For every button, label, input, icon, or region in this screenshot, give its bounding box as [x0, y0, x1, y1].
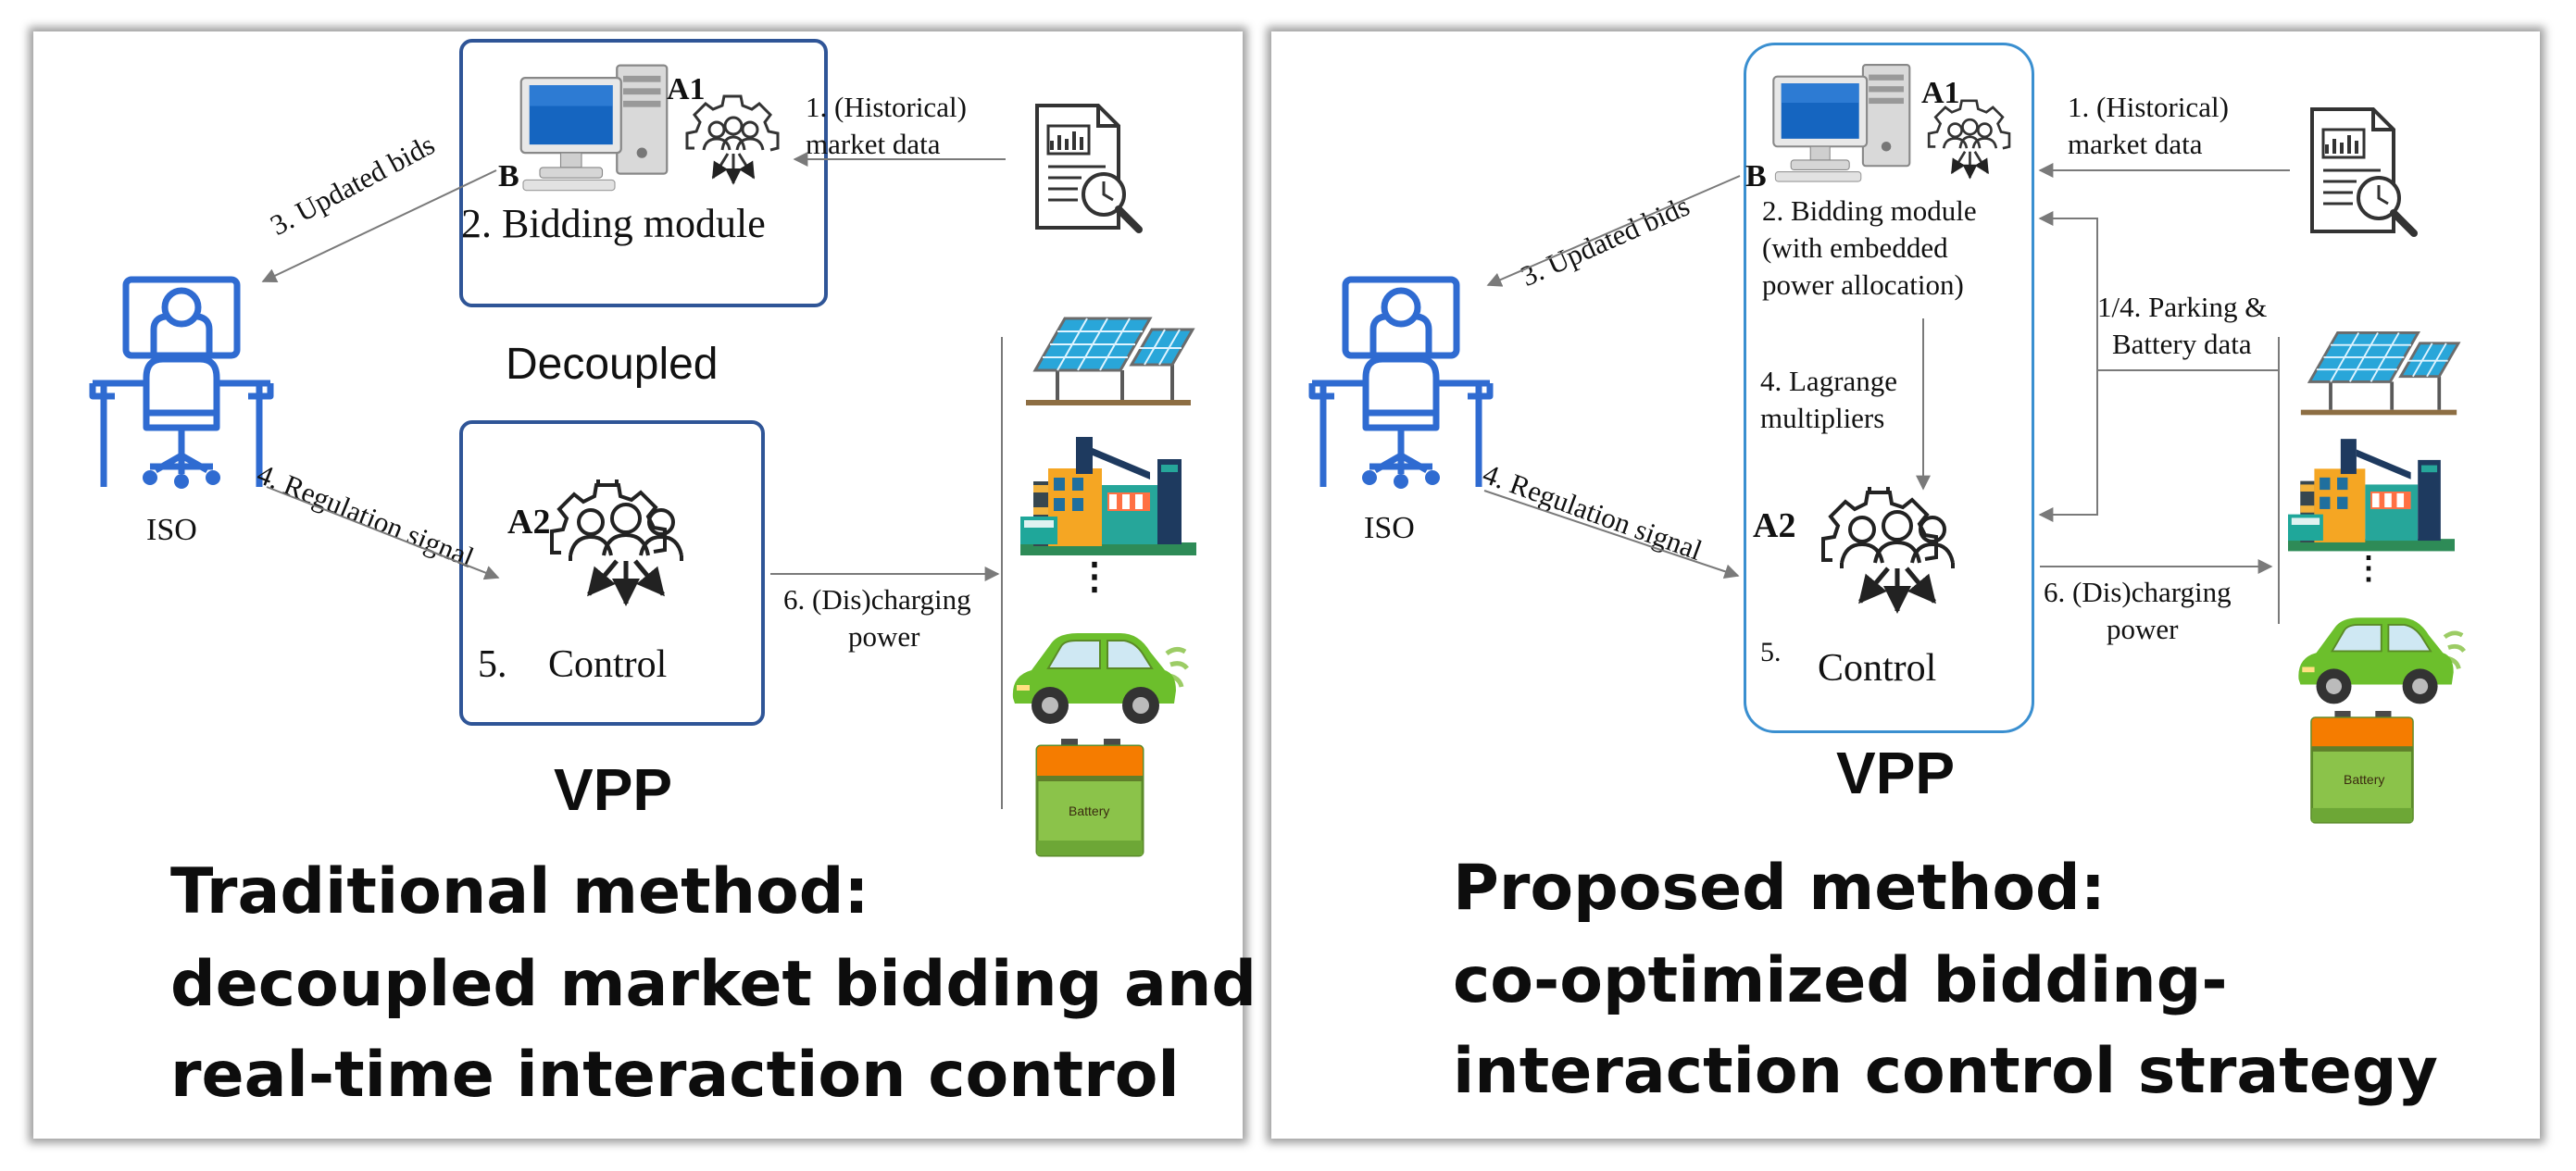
updated-bids-arrow: [261, 169, 497, 283]
resource-ellipsis: ⋮: [2353, 551, 2384, 586]
proposed-method-panel: A1 B 2. Bidding module (with embedded po…: [1271, 31, 2540, 1139]
bidding-module-label: 2. Bidding module: [461, 201, 766, 246]
discharging-label-2: power: [2107, 613, 2179, 645]
historical-data-label-2: market data: [2068, 128, 2203, 160]
updated-bids-arrow: [1486, 175, 1741, 287]
lagrange-label-1: 4. Lagrange: [1760, 365, 1898, 397]
control-box: [459, 420, 765, 726]
panel-title-line-3: interaction control strategy: [1453, 1035, 2438, 1108]
traditional-method-panel: A1 B 2. Bidding module 1. (Historical) m…: [33, 31, 1257, 1139]
parking-battery-label-2: Battery data: [2112, 328, 2252, 360]
parking-battery-label-1: 1/4. Parking &: [2097, 291, 2268, 323]
parking-battery-up-arrow: [2038, 211, 2098, 370]
regulation-signal-arrow: [1483, 490, 1740, 579]
left-arrows: [261, 152, 1006, 809]
discharging-label-2: power: [848, 620, 920, 653]
label-a2: A2: [507, 503, 551, 542]
bidding-module-box: [459, 39, 828, 307]
panel-title-line-1: Proposed method:: [1453, 852, 2106, 925]
label-a1: A1: [667, 72, 706, 106]
historical-data-label-1: 1. (Historical): [2068, 91, 2229, 123]
panel-title-line-1: Traditional method:: [170, 855, 869, 928]
historical-data-label-1: 1. (Historical): [806, 91, 967, 123]
bidding-module-label-3: power allocation): [1762, 268, 1964, 301]
label-b: B: [498, 159, 519, 193]
panel-title-line-2: co-optimized bidding-: [1453, 944, 2228, 1017]
iso-label: ISO: [1364, 511, 1415, 545]
battery-text: Battery: [2344, 772, 2385, 787]
discharging-label-1: 6. (Dis)charging: [783, 583, 971, 616]
vpp-box: [1744, 43, 2034, 733]
panel-title-line-2: decoupled market bidding and: [170, 948, 1257, 1021]
label-a1: A1: [1921, 76, 1960, 110]
discharging-label-1: 6. (Dis)charging: [2044, 576, 2232, 608]
iso-label: ISO: [146, 513, 197, 547]
panel-title-line-3: real-time interaction control: [170, 1039, 1180, 1112]
label-b: B: [1745, 159, 1767, 193]
right-arrows: [1483, 163, 2290, 624]
control-label: Control: [548, 643, 668, 686]
bidding-module-label-1: 2. Bidding module: [1762, 194, 1977, 227]
vpp-label: VPP: [1836, 740, 1956, 806]
bidding-module-label-2: (with embedded: [1762, 231, 1948, 264]
resource-ellipsis: ⋮: [1076, 556, 1113, 597]
decoupled-label: Decoupled: [506, 340, 719, 389]
battery-text: Battery: [1069, 804, 1110, 818]
parking-battery-down-arrow: [2038, 370, 2098, 522]
historical-data-label-2: market data: [806, 128, 941, 160]
control-number: 5.: [1760, 637, 1782, 667]
label-a2: A2: [1753, 506, 1796, 545]
vpp-label: VPP: [554, 756, 673, 823]
lagrange-label-2: multipliers: [1760, 402, 1885, 434]
control-number: 5.: [478, 643, 507, 686]
regulation-signal-arrow: [266, 486, 500, 580]
control-label: Control: [1818, 647, 1937, 690]
